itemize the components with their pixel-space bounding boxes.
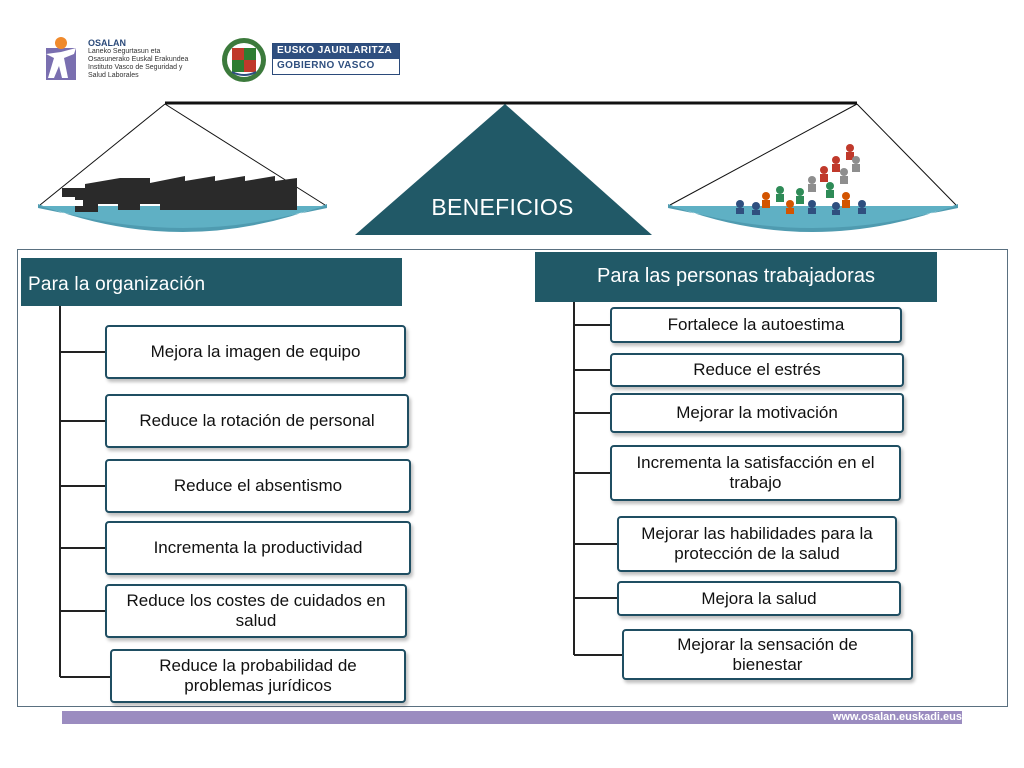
footer-url-link[interactable]: www.osalan.euskadi.eus <box>832 711 962 723</box>
worker-benefit-text: Mejorar las habilidades para la protecci… <box>641 524 873 563</box>
worker-benefit-item: Mejorar la sensación de bienestar <box>622 629 913 680</box>
org-benefit-item: Reduce la rotación de personal <box>105 394 409 448</box>
scale-string <box>164 103 326 206</box>
worker-benefit-text: Fortalece la autoestima <box>667 315 845 334</box>
org-benefit-text: Reduce el absentismo <box>173 476 343 495</box>
right-pan <box>668 204 958 232</box>
worker-benefit-item: Reduce el estrés <box>610 353 904 387</box>
scale-string <box>39 103 166 206</box>
org-benefit-text: Reduce la probabilidad de problemas jurí… <box>159 656 357 695</box>
worker-benefit-item: Mejorar la motivación <box>610 393 904 433</box>
benefits-triangle <box>355 104 652 235</box>
content-frame <box>17 249 1008 707</box>
gobierno-vasco-shield-icon <box>220 36 268 84</box>
osalan-text-block: OSALAN Laneko Segurtasun eta Osasunerako… <box>88 38 208 80</box>
osalan-line: Laneko Segurtasun eta <box>88 48 161 55</box>
osalan-logo <box>42 34 82 84</box>
osalan-name: OSALAN <box>88 38 126 48</box>
footer-bar <box>62 711 962 724</box>
factory-icon <box>62 176 297 212</box>
org-benefit-text: Reduce la rotación de personal <box>139 411 375 430</box>
worker-benefit-text: Mejorar la motivación <box>676 403 838 422</box>
benefits-label: BENEFICIOS <box>431 194 574 220</box>
osalan-line: Salud Laborales <box>88 72 139 79</box>
worker-benefit-text: Incrementa la satisfacción en el trabajo <box>636 453 875 492</box>
worker-benefit-text: Reduce el estrés <box>693 360 821 379</box>
scale-string <box>669 103 858 206</box>
workers-crowd-icon <box>736 144 866 215</box>
gobierno-vasco-line1: EUSKO JAURLARITZA <box>273 44 399 58</box>
osalan-line: Instituto Vasco de Seguridad y <box>88 64 183 71</box>
org-benefit-item: Mejora la imagen de equipo <box>105 325 406 379</box>
gobierno-vasco-logo: EUSKO JAURLARITZA GOBIERNO VASCO <box>272 43 400 75</box>
org-benefit-text: Reduce los costes de cuidados en salud <box>126 591 386 630</box>
org-benefit-item: Reduce el absentismo <box>105 459 411 513</box>
org-benefit-text: Mejora la imagen de equipo <box>150 342 361 361</box>
worker-benefit-item: Incrementa la satisfacción en el trabajo <box>610 445 901 501</box>
workers-header: Para las personas trabajadoras <box>535 252 937 302</box>
gobierno-vasco-line2: GOBIERNO VASCO <box>273 58 399 73</box>
left-pan-bowl <box>40 206 325 228</box>
balance-scale-illustration <box>38 101 958 235</box>
org-benefit-item: Incrementa la productividad <box>105 521 411 575</box>
osalan-line: Osasunerako Euskal Erakundea <box>88 56 189 63</box>
worker-benefit-item: Mejorar las habilidades para la protecci… <box>617 516 897 572</box>
org-benefit-item: Reduce los costes de cuidados en salud <box>105 584 407 638</box>
worker-benefit-text: Mejorar la sensación de bienestar <box>677 634 858 674</box>
org-benefit-item: Reduce la probabilidad de problemas jurí… <box>110 649 406 703</box>
org-benefit-text: Incrementa la productividad <box>153 538 363 557</box>
organization-header: Para la organización <box>21 258 402 306</box>
scale-string <box>856 103 957 206</box>
worker-benefit-text: Mejora la salud <box>701 588 817 608</box>
worker-benefit-item: Fortalece la autoestima <box>610 307 902 343</box>
left-pan <box>38 204 327 232</box>
worker-benefit-item: Mejora la salud <box>617 581 901 616</box>
